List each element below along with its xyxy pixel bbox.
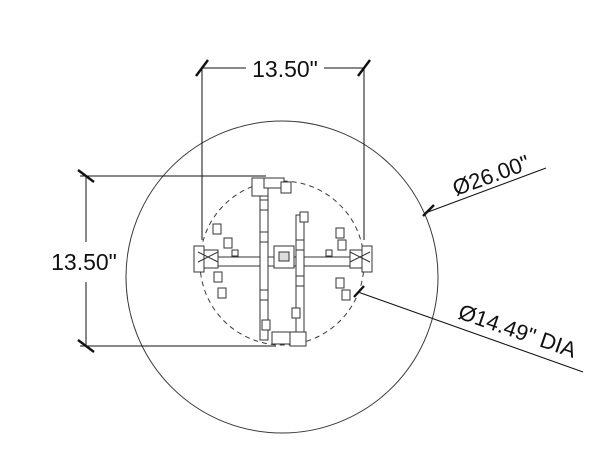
inner-diameter-leader [353,285,584,373]
top-dimension [195,59,371,240]
burner-assembly [193,177,373,347]
outer-diameter-leader [422,167,547,217]
inner-diameter-label: Ø14.49" DIA [455,299,580,363]
left-dimension-label: 13.50" [51,249,117,275]
outer-diameter-label: Ø26.00" [449,150,533,201]
left-dimension [77,169,276,353]
top-dimension-label: 13.50" [252,56,318,82]
outer-circle [125,120,439,434]
